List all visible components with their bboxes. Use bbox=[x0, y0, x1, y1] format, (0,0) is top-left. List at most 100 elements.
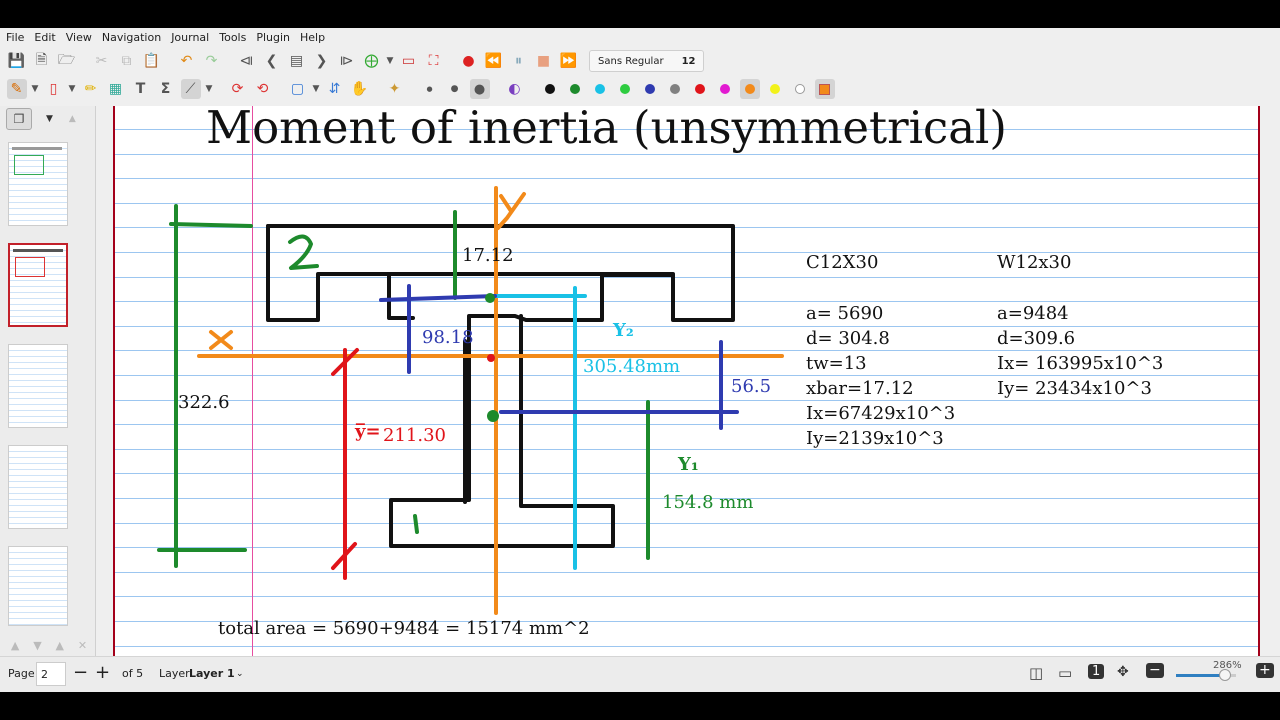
fast-forward-icon[interactable]: ⏩ bbox=[559, 53, 578, 69]
page-preview-icon[interactable]: ❐ bbox=[6, 108, 32, 130]
thin-width-icon[interactable]: ● bbox=[426, 85, 433, 93]
new-document-icon[interactable]: 🗎 bbox=[35, 52, 48, 68]
open-folder-icon[interactable]: 🗁 bbox=[57, 52, 76, 68]
select-region-icon[interactable]: ⟳ bbox=[231, 81, 244, 97]
goto-page-icon[interactable]: ▤ bbox=[289, 53, 304, 69]
next-page-icon[interactable]: ❯ bbox=[315, 53, 328, 69]
last-page-icon[interactable]: ⧐ bbox=[339, 53, 354, 69]
color-blue[interactable] bbox=[640, 79, 660, 99]
menu-help[interactable]: Help bbox=[300, 30, 326, 44]
fullscreen-icon[interactable]: ⛶ bbox=[428, 53, 439, 69]
default-tools-icon[interactable]: ✦ bbox=[388, 81, 401, 97]
move-page-up-icon[interactable]: ▲ bbox=[10, 638, 20, 652]
color-orange[interactable] bbox=[739, 79, 760, 99]
menu-journal[interactable]: Journal bbox=[171, 30, 210, 44]
eraser-dropdown-icon[interactable]: ▼ bbox=[68, 84, 76, 94]
menu-file[interactable]: File bbox=[6, 30, 25, 44]
stop-icon[interactable]: ■ bbox=[536, 53, 551, 69]
page-decrement-icon[interactable]: − bbox=[73, 662, 89, 683]
delete-page-icon[interactable]: ▭ bbox=[401, 53, 416, 69]
menu-view[interactable]: View bbox=[65, 30, 92, 44]
zoom-slider-knob[interactable] bbox=[1219, 669, 1231, 681]
page-increment-icon[interactable]: + bbox=[95, 662, 111, 683]
image-icon[interactable]: ▦ bbox=[108, 81, 123, 97]
zoom-fit-icon[interactable]: ✥ bbox=[1117, 664, 1129, 680]
copy-icon[interactable]: ⧉ bbox=[121, 53, 132, 69]
menu-navigation[interactable]: Navigation bbox=[101, 30, 162, 44]
move-page-down-icon[interactable]: ▼ bbox=[33, 638, 42, 652]
vertical-space-icon[interactable]: ⇵ bbox=[328, 81, 341, 97]
undo-icon[interactable]: ↶ bbox=[180, 53, 193, 69]
menu-edit[interactable]: Edit bbox=[34, 30, 56, 44]
save-icon[interactable]: 💾 bbox=[7, 53, 26, 69]
rewind-icon[interactable]: ⏪ bbox=[484, 53, 503, 69]
pen-icon[interactable]: ✎ bbox=[6, 79, 27, 99]
color-light-green[interactable] bbox=[615, 79, 635, 99]
select-rectangle-icon[interactable]: ▢ bbox=[290, 81, 305, 97]
record-icon[interactable]: ● bbox=[462, 53, 475, 69]
formula-icon[interactable]: Σ bbox=[160, 81, 171, 97]
color-gray[interactable] bbox=[665, 79, 685, 99]
fill-icon[interactable]: ◐ bbox=[508, 81, 521, 97]
page-label: Page bbox=[8, 667, 35, 680]
thick-width-icon[interactable]: ● bbox=[469, 79, 490, 99]
color-green[interactable] bbox=[565, 79, 585, 99]
paste-icon[interactable]: 📋 bbox=[142, 53, 161, 69]
sidebar-dropdown-icon[interactable]: ▼ bbox=[46, 114, 53, 124]
zoom-in-icon[interactable]: + bbox=[1256, 663, 1274, 678]
select-dropdown-icon[interactable]: ▼ bbox=[312, 84, 320, 94]
zoom-100-icon[interactable]: 1 bbox=[1088, 664, 1105, 679]
previous-page-icon[interactable]: ❮ bbox=[265, 53, 278, 69]
color-black[interactable] bbox=[540, 79, 560, 99]
eraser-icon[interactable]: ▯ bbox=[49, 81, 58, 97]
centroid-2-level bbox=[379, 294, 497, 302]
color-red[interactable] bbox=[690, 79, 710, 99]
color-swatch bbox=[569, 84, 580, 94]
sidebar-up-icon[interactable]: ▲ bbox=[68, 114, 76, 124]
presentation-icon[interactable]: ▭ bbox=[1058, 664, 1073, 682]
font-selector[interactable]: Sans Regular 12 bbox=[589, 50, 705, 72]
shape-dropdown-icon[interactable]: ▼ bbox=[205, 84, 213, 94]
insert-page-dropdown-icon[interactable]: ▼ bbox=[386, 56, 394, 66]
journal-page[interactable]: Moment of inertia (unsymmetrical) 322.6 … bbox=[113, 106, 1260, 656]
color-white[interactable] bbox=[790, 79, 810, 99]
page-thumbnail-3[interactable] bbox=[8, 344, 68, 428]
menu-tools[interactable]: Tools bbox=[219, 30, 247, 44]
custom-color-icon[interactable] bbox=[814, 79, 835, 99]
hand-icon[interactable]: ✋ bbox=[350, 81, 369, 97]
copy-page-icon[interactable]: ▲ bbox=[55, 638, 65, 652]
page-thumbnail-1[interactable] bbox=[8, 142, 68, 226]
layer-dropdown-icon[interactable]: ⌄ bbox=[236, 669, 244, 679]
medium-width-icon[interactable]: ● bbox=[450, 84, 459, 94]
selected-color-swatch bbox=[819, 83, 830, 95]
ruler-icon[interactable]: ⟋ bbox=[180, 79, 201, 99]
color-swatch bbox=[794, 84, 805, 94]
color-yellow[interactable] bbox=[765, 79, 785, 99]
page-thumbnail-5[interactable] bbox=[8, 546, 68, 626]
dual-page-icon[interactable]: ◫ bbox=[1029, 664, 1044, 682]
first-page-icon[interactable]: ⧏ bbox=[239, 53, 254, 69]
label-d1: 98.18 bbox=[422, 327, 474, 348]
page-thumbnail-4[interactable] bbox=[8, 445, 68, 529]
page-number-input[interactable]: 2 bbox=[36, 662, 66, 686]
zoom-slider[interactable] bbox=[1176, 669, 1236, 681]
ybar-bottom-tick bbox=[331, 542, 357, 570]
zoom-out-icon[interactable]: − bbox=[1146, 663, 1164, 678]
label-2-ink bbox=[288, 234, 319, 270]
color-magenta[interactable] bbox=[715, 79, 735, 99]
layer-select[interactable]: Layer 1 bbox=[189, 667, 235, 680]
color-light-blue[interactable] bbox=[590, 79, 610, 99]
page-count: of 5 bbox=[122, 667, 144, 680]
select-object-icon[interactable]: ⟲ bbox=[256, 81, 269, 97]
x-axis-letter bbox=[209, 330, 233, 350]
pause-icon[interactable]: ⏸ bbox=[515, 53, 522, 69]
cut-icon[interactable]: ✂ bbox=[95, 53, 108, 69]
pen-dropdown-icon[interactable]: ▼ bbox=[31, 84, 39, 94]
redo-icon[interactable]: ↷ bbox=[205, 53, 218, 69]
text-tool-icon[interactable]: T bbox=[135, 81, 146, 97]
page-thumbnail-2[interactable] bbox=[8, 243, 68, 327]
delete-page-sidebar-icon[interactable]: ✕ bbox=[77, 638, 88, 652]
highlighter-icon[interactable]: ✏ bbox=[84, 81, 97, 97]
menu-plugin[interactable]: Plugin bbox=[256, 30, 291, 44]
insert-page-icon[interactable]: ⨁ bbox=[364, 53, 379, 69]
